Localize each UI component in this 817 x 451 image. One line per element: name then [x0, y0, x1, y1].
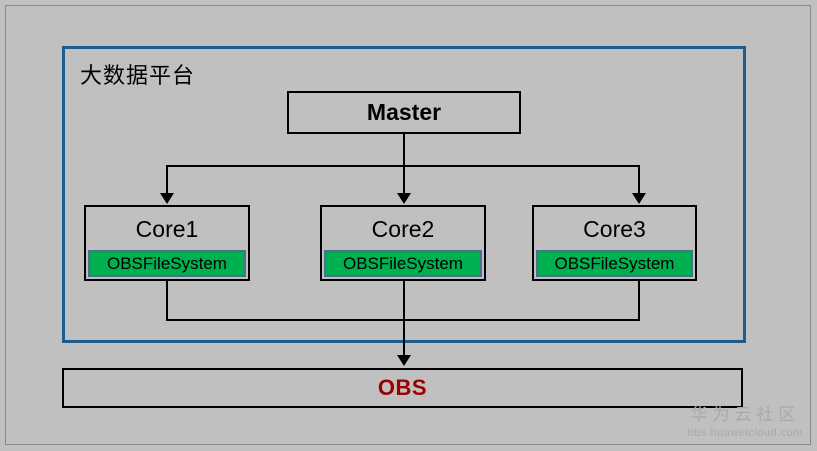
arrowhead-obs [397, 355, 411, 366]
watermark: 华为云社区 bbs.huaweicloud.com [688, 400, 803, 439]
arrowhead-core2 [397, 193, 411, 204]
arrowhead-core1 [160, 193, 174, 204]
core-node-1-component[interactable]: OBSFileSystem [88, 250, 246, 277]
arrowhead-core3 [632, 193, 646, 204]
connector-to-core3 [638, 165, 640, 194]
connector-core2-to-obs [403, 281, 405, 356]
core-node-3-label: Core3 [583, 216, 646, 242]
connector-core1-down [166, 281, 168, 321]
connector-core3-down [638, 281, 640, 321]
obs-storage-node[interactable]: OBS [62, 368, 743, 408]
master-node-label: Master [366, 99, 442, 125]
core-node-3[interactable]: Core3 OBSFileSystem [532, 205, 697, 281]
core-node-2-component[interactable]: OBSFileSystem [324, 250, 482, 277]
core-node-1[interactable]: Core1 OBSFileSystem [84, 205, 250, 281]
connector-master-stem [403, 133, 405, 167]
core-node-2-component-label: OBSFileSystem [343, 253, 463, 273]
connector-to-core2 [403, 165, 405, 194]
platform-title: 大数据平台 [80, 64, 196, 89]
core-node-3-component-label: OBSFileSystem [554, 253, 675, 273]
core-node-3-component[interactable]: OBSFileSystem [536, 250, 693, 277]
core-node-1-label: Core1 [135, 216, 199, 242]
outer-frame [5, 5, 811, 445]
core-node-2[interactable]: Core2 OBSFileSystem [320, 205, 486, 281]
core-node-2-label: Core2 [371, 216, 435, 242]
watermark-url: bbs.huaweicloud.com [687, 427, 803, 439]
core-node-1-component-label: OBSFileSystem [107, 253, 227, 273]
obs-storage-label: OBS [377, 375, 428, 400]
connector-to-core1 [166, 165, 168, 194]
master-node[interactable]: Master [287, 91, 521, 134]
watermark-name: 华为云社区 [690, 405, 801, 425]
